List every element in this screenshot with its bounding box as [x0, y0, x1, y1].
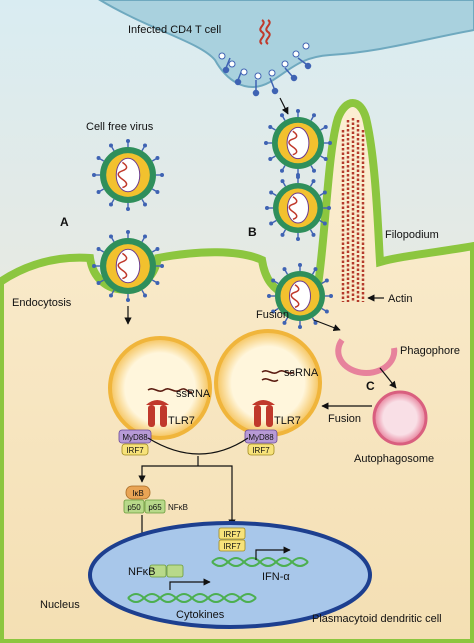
- p65-box: [144, 499, 166, 514]
- ssrna-right-strand: [261, 370, 295, 382]
- cd4-surface-beads: [218, 42, 310, 80]
- endosome-left: [108, 336, 212, 440]
- tlr7-left-receptor: [146, 400, 169, 427]
- phagophore: [335, 338, 398, 376]
- budding-virus-spikes: [222, 57, 312, 97]
- infected-cd4-cell: [98, 0, 474, 88]
- label-route-a: A: [60, 215, 69, 229]
- myd88-right-box: [244, 429, 278, 444]
- label-filopodium: Filopodium: [385, 229, 439, 241]
- virion-endocytosis: [92, 230, 164, 302]
- label-ssrna-right: ssRNA: [284, 367, 319, 379]
- p50-box: [123, 499, 145, 514]
- transcription-arrow-ifn: [255, 546, 291, 560]
- label-nfkb-nucleus: NFκB: [128, 566, 156, 578]
- dna-cytokine-gene: [127, 593, 257, 603]
- label-irf7-nucleus-2: IRF7: [223, 542, 241, 551]
- label-route-c: C: [366, 379, 375, 393]
- irf7-left-box: [121, 443, 149, 456]
- label-irf7-right: IRF7: [252, 446, 270, 455]
- label-cell-free-virus: Cell free virus: [86, 121, 154, 133]
- virion-filopodium-1: [264, 109, 332, 177]
- label-cytokines: Cytokines: [176, 609, 225, 621]
- ssrna-left-strand: [147, 388, 193, 394]
- label-endocytosis: Endocytosis: [12, 297, 72, 309]
- label-tlr7-left: TLR7: [168, 415, 195, 427]
- label-irf7-left: IRF7: [126, 446, 144, 455]
- label-phagophore: Phagophore: [400, 345, 460, 357]
- tlr7-right-receptor: [252, 400, 275, 427]
- virion-cell-free: [92, 139, 164, 211]
- actin-filaments: [341, 118, 365, 302]
- viral-rna-cd4: [259, 19, 271, 45]
- label-ssrna-left: ssRNA: [176, 388, 211, 400]
- nfkb-nucleus-box-2: [166, 564, 184, 578]
- irf7-nucleus-box-1: [218, 527, 246, 540]
- label-myd88-left: MyD88: [122, 433, 148, 442]
- label-route-b: B: [248, 225, 257, 239]
- label-infected-cell: Infected CD4 T cell: [128, 24, 221, 36]
- nucleus: [88, 521, 372, 629]
- virion-filopodium-2: [265, 175, 331, 241]
- arrow-fusion-to-phagophore: [313, 319, 341, 332]
- label-autophagosome: Autophagosome: [354, 453, 434, 465]
- virion-fusion: [267, 263, 333, 329]
- label-nucleus: Nucleus: [40, 599, 80, 611]
- label-p65: p65: [148, 503, 162, 512]
- signal-connector: [147, 437, 249, 455]
- arrow-phagophore-to-autophagosome: [379, 367, 397, 389]
- label-myd88-right: MyD88: [248, 433, 274, 442]
- label-fusion-c: Fusion: [328, 413, 361, 425]
- autophagosome: [372, 390, 428, 446]
- transcription-arrow-cytokine: [169, 578, 211, 590]
- label-actin: Actin: [388, 293, 412, 305]
- label-irf7-nucleus-1: IRF7: [223, 530, 241, 539]
- arrow-to-irf7-nucleus: [198, 465, 236, 527]
- irf7-nucleus-box-2: [218, 539, 246, 552]
- ikb-box: [125, 485, 151, 500]
- label-nfkb-complex: NFκB: [168, 503, 188, 512]
- myd88-left-box: [118, 429, 152, 444]
- arrow-cd4-to-virion: [279, 97, 289, 115]
- arrow-to-ikb: [138, 465, 198, 483]
- label-tlr7-right: TLR7: [274, 415, 301, 427]
- dna-ifn-gene: [211, 557, 309, 567]
- label-fusion-top: Fusion: [256, 309, 289, 321]
- label-ikb: IκB: [132, 489, 144, 498]
- irf7-right-box: [247, 443, 275, 456]
- label-ifn-alpha: IFN-α: [262, 571, 290, 583]
- label-p50: p50: [127, 503, 141, 512]
- nfkb-nucleus-box-1: [149, 564, 167, 578]
- label-pdc: Plasmacytoid dendritic cell: [312, 613, 442, 625]
